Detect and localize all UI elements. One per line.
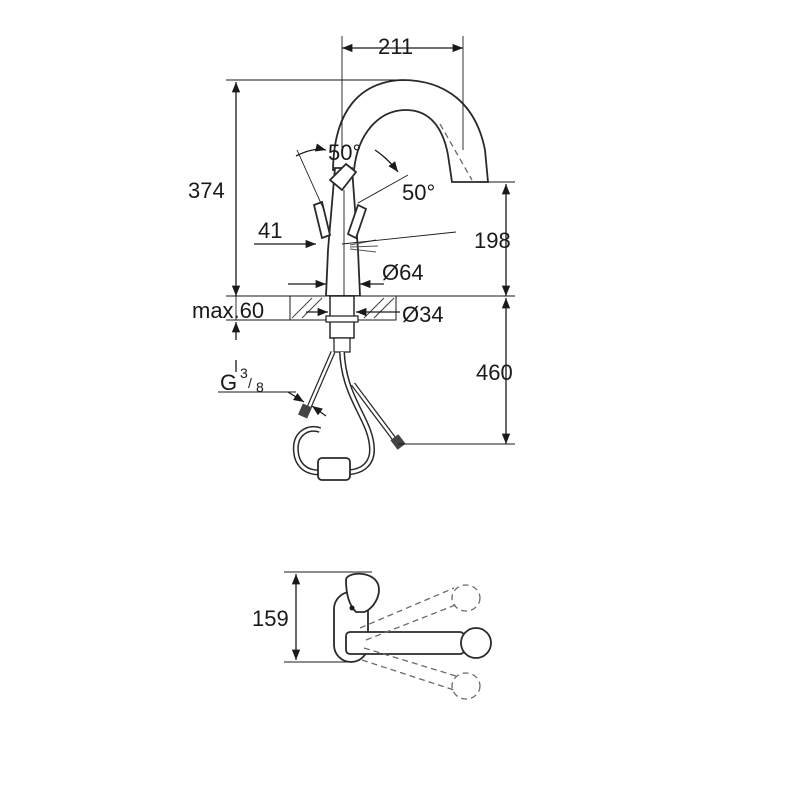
hose-length-label: 460 xyxy=(476,360,513,385)
spout-arc xyxy=(332,79,489,183)
lever-ghost-left xyxy=(312,200,332,240)
top-view-spray-head xyxy=(460,627,492,659)
top-view-lever xyxy=(345,572,380,613)
lever-handle xyxy=(328,162,358,192)
supply-hose-left xyxy=(297,351,336,419)
reach-label: 211 xyxy=(378,34,413,59)
angle-right-label: 50° xyxy=(402,180,435,205)
top-view-depth-label: 159 xyxy=(252,606,289,631)
hose-weight xyxy=(317,457,351,481)
mounting-nut xyxy=(325,315,359,323)
thread-numerator: 3 xyxy=(240,365,248,381)
shank-end xyxy=(333,337,351,353)
spray-head-dash xyxy=(439,123,473,181)
max-thickness-label: max.60 xyxy=(192,298,264,323)
faucet-top-view xyxy=(284,571,492,700)
supply-hose-right xyxy=(351,382,406,450)
top-view-spout-ghosts xyxy=(359,584,481,700)
total-height-label: 374 xyxy=(188,178,225,203)
countertop-hatch xyxy=(291,297,395,319)
thread-denominator: 8 xyxy=(256,379,264,395)
dimension-lines xyxy=(218,36,515,445)
thread-label: G 3 / 8 xyxy=(220,365,264,395)
lever-ghost-right xyxy=(346,203,368,240)
top-view-spout xyxy=(345,631,465,655)
hole-diameter-label: Ø34 xyxy=(402,302,444,327)
spout-height-label: 198 xyxy=(474,228,511,253)
base-diameter-label: Ø64 xyxy=(382,260,424,285)
angle-left-label: 50° xyxy=(328,140,361,165)
thread-slash: / xyxy=(248,375,252,391)
thread-letter: G xyxy=(220,370,237,395)
lever-offset-label: 41 xyxy=(258,218,282,243)
